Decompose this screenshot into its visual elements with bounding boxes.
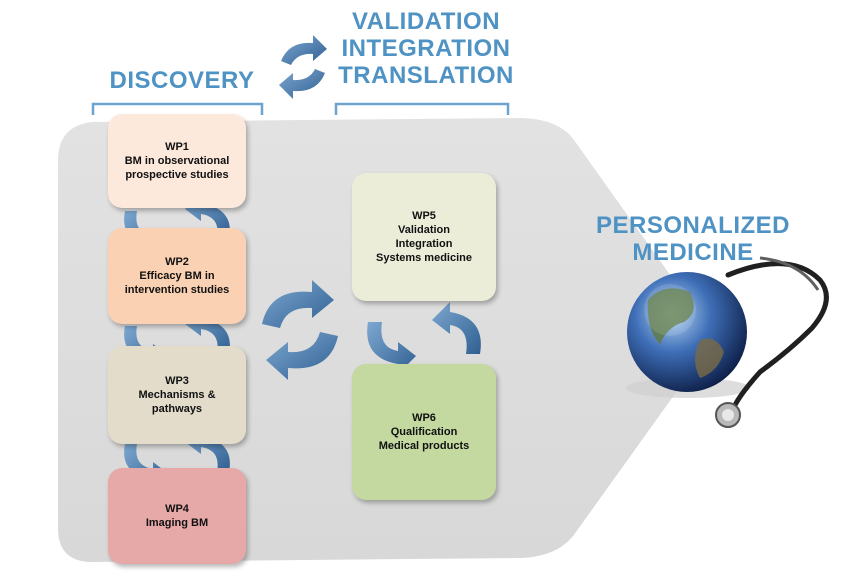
wp6-box: WP6 Qualification Medical products — [352, 364, 496, 500]
validation-heading: VALIDATION INTEGRATION TRANSLATION — [334, 8, 518, 89]
wp6-line-1: Qualification — [390, 426, 458, 438]
wp4-line-1: Imaging BM — [145, 517, 209, 529]
wp2-id: WP2 — [165, 256, 189, 268]
wp4-box: WP4 Imaging BM — [108, 468, 246, 564]
discovery-bracket — [91, 102, 264, 115]
wp3-line-2: pathways — [151, 403, 203, 415]
wp3-id: WP3 — [165, 375, 189, 387]
wp4-id: WP4 — [165, 503, 189, 515]
wp1-line-1: BM in observational — [124, 155, 230, 167]
personalized-heading-line-2: MEDICINE — [632, 239, 754, 266]
wp1-box: WP1 BM in observational prospective stud… — [108, 114, 246, 208]
validation-heading-line-1: VALIDATION — [351, 8, 501, 35]
wp5-box: WP5 Validation Integration Systems medic… — [352, 173, 496, 301]
wp1-id: WP1 — [165, 141, 189, 153]
validation-heading-line-2: INTEGRATION — [341, 35, 511, 62]
validation-heading-line-3: TRANSLATION — [338, 62, 514, 89]
wp3-box: WP3 Mechanisms & pathways — [108, 346, 246, 444]
wp5-line-1: Validation — [398, 224, 450, 236]
wp2-box: WP2 Efficacy BM in intervention studies — [108, 228, 246, 324]
personalized-heading-line-1: PERSONALIZED — [595, 212, 790, 239]
wp2-line-1: Efficacy BM in — [139, 270, 215, 282]
wp5-id: WP5 — [412, 210, 436, 222]
globe-stethoscope-icon — [626, 256, 829, 428]
wp1-line-2: prospective studies — [125, 169, 229, 181]
wp5-line-3: Systems medicine — [376, 252, 472, 264]
personalized-medicine-heading: PERSONALIZED MEDICINE — [588, 212, 798, 266]
wp2-line-2: intervention studies — [124, 284, 230, 296]
cycle-arrows-icon — [279, 35, 327, 99]
validation-bracket — [334, 102, 510, 115]
wp3-line-1: Mechanisms & — [138, 389, 216, 401]
cycle-arrows-icon — [367, 302, 481, 374]
wp5-line-2: Integration — [395, 238, 453, 250]
discovery-heading: DISCOVERY — [109, 67, 255, 94]
cycle-arrows-icon — [262, 280, 338, 380]
wp6-id: WP6 — [412, 412, 436, 424]
wp6-line-2: Medical products — [378, 440, 470, 452]
